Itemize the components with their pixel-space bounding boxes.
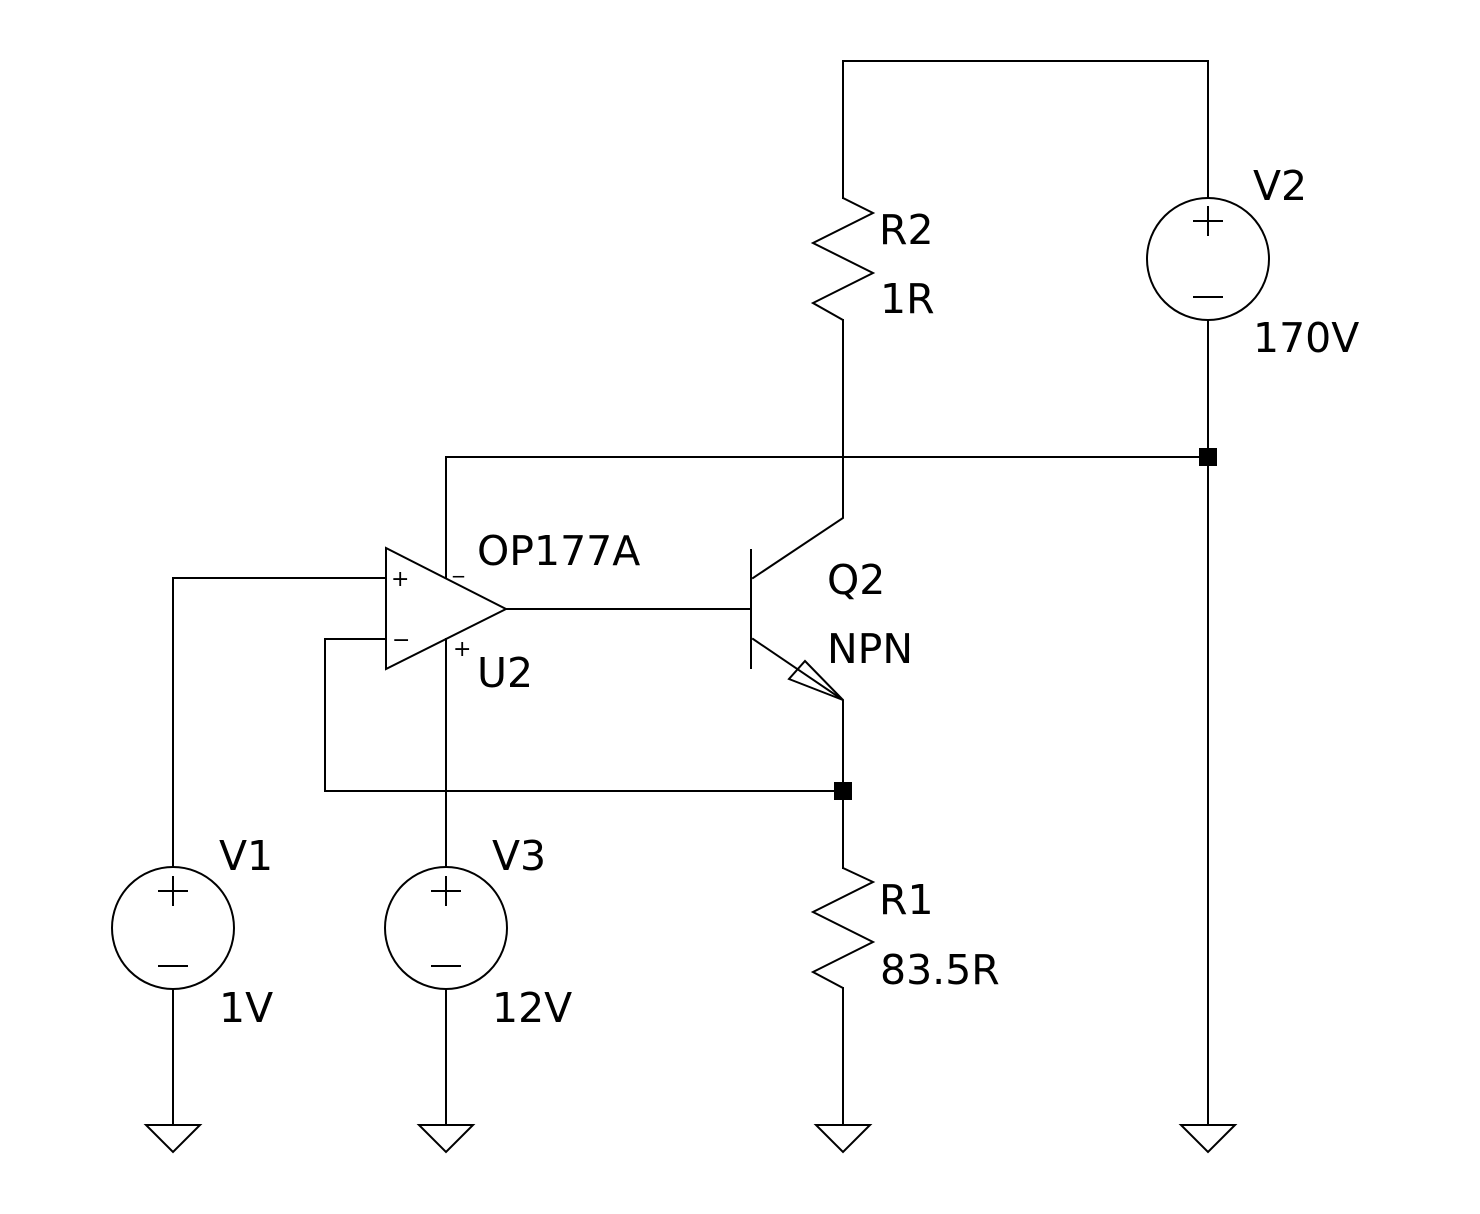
- wires: [172, 60, 1209, 1126]
- q2-value-label: NPN: [827, 625, 913, 673]
- junction-dot-v2-node: [1199, 448, 1217, 466]
- ground-symbols: [143, 1124, 1238, 1154]
- wire-top-loop: [842, 60, 1209, 199]
- v2-value-label: 170V: [1253, 314, 1359, 362]
- v3-name-label: V3: [492, 832, 546, 880]
- junction-dot-emitter-node: [834, 782, 852, 800]
- voltage-source-v1: V1 1V: [111, 832, 273, 1032]
- wire-opamp-supply-rail: [445, 456, 1209, 579]
- r1-value-label: 83.5R: [880, 946, 1000, 994]
- r2-name-label: R2: [879, 206, 934, 254]
- v3-value-label: 12V: [492, 984, 572, 1032]
- u2-name-label: U2: [477, 649, 533, 697]
- voltage-source-v2: V2 170V: [1146, 162, 1359, 362]
- transistor-q2: Q2 NPN: [750, 549, 913, 701]
- r2-value-label: 1R: [880, 275, 935, 323]
- resistor-r2: R2 1R: [810, 197, 935, 323]
- ground-icon: [813, 1124, 873, 1154]
- v2-name-label: V2: [1253, 162, 1307, 210]
- ground-icon: [416, 1124, 476, 1154]
- wire-feedback: [324, 638, 844, 792]
- opamp-u2: + − _ + OP177A U2: [385, 527, 640, 697]
- ground-icon: [1178, 1124, 1238, 1154]
- opamp-noninverting-pin-mark: +: [391, 567, 409, 592]
- r1-name-label: R1: [879, 876, 934, 924]
- opamp-supply-minus-mark: _: [452, 553, 465, 578]
- opamp-inverting-pin-mark: −: [392, 628, 410, 653]
- wire-v1-noninv-input: [172, 577, 387, 868]
- v1-name-label: V1: [219, 832, 273, 880]
- voltage-source-v3: V3 12V: [384, 832, 572, 1032]
- v1-value-label: 1V: [219, 984, 273, 1032]
- u2-value-label: OP177A: [477, 527, 640, 575]
- wire-r2-collector: [751, 319, 844, 580]
- ground-icon: [143, 1124, 203, 1154]
- opamp-supply-plus-mark: +: [453, 637, 471, 662]
- wire-emitter-r1: [751, 637, 844, 869]
- q2-name-label: Q2: [827, 556, 885, 604]
- resistor-r1: R1 83.5R: [810, 867, 1000, 994]
